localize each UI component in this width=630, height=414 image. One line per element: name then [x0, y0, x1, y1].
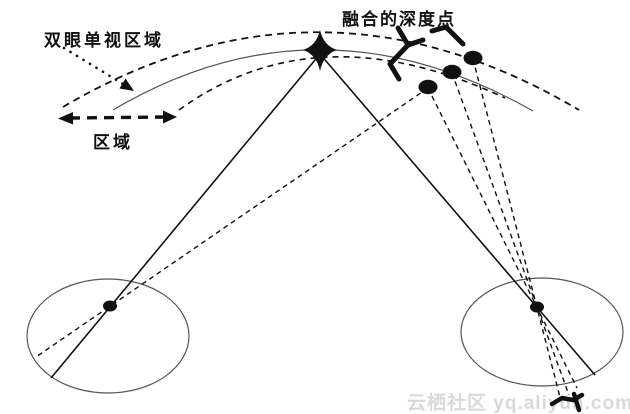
left-sight-line — [50, 53, 321, 379]
depth-dot-1 — [418, 79, 438, 95]
depth-dot-2 — [442, 64, 462, 80]
dot3-to-right-eye-line — [472, 58, 562, 402]
brace-left-stroke — [387, 25, 411, 82]
leader-dots — [62, 46, 125, 86]
leader-arrow-head — [119, 78, 134, 91]
bottom-brace-bar — [549, 392, 585, 407]
range-arrow-shaft — [69, 115, 167, 120]
bottom-brace-hook — [571, 391, 582, 413]
dot1-to-right-eye-line — [427, 87, 578, 389]
brace-right-stroke — [429, 24, 466, 47]
right-eye-outline — [460, 277, 624, 387]
depth-points-brace-icon — [387, 24, 466, 82]
left-eye-outline — [26, 278, 190, 394]
depth-point-dots — [418, 50, 483, 95]
range-arrow-left-head — [58, 112, 73, 125]
label-leader-arrow — [62, 46, 134, 91]
area-range-arrow — [58, 110, 177, 125]
depth-dot-3 — [463, 50, 483, 66]
dashed-projection-lines — [35, 58, 578, 402]
label-binocular-single-vision-area: 双眼单视区域 — [44, 31, 164, 50]
label-fused-depth-points: 融合的深度点 — [342, 10, 456, 29]
solid-sight-lines — [50, 53, 596, 379]
right-sight-line — [319, 53, 596, 376]
dot-to-left-eye-line — [35, 87, 429, 358]
fixation-star-icon — [303, 30, 337, 71]
bottom-brace-icon — [549, 391, 585, 413]
dot2-to-right-eye-line — [451, 72, 570, 396]
brace-middle-tick — [405, 37, 426, 48]
label-area: 区域 — [93, 133, 133, 152]
range-arrow-right-head — [163, 110, 177, 124]
